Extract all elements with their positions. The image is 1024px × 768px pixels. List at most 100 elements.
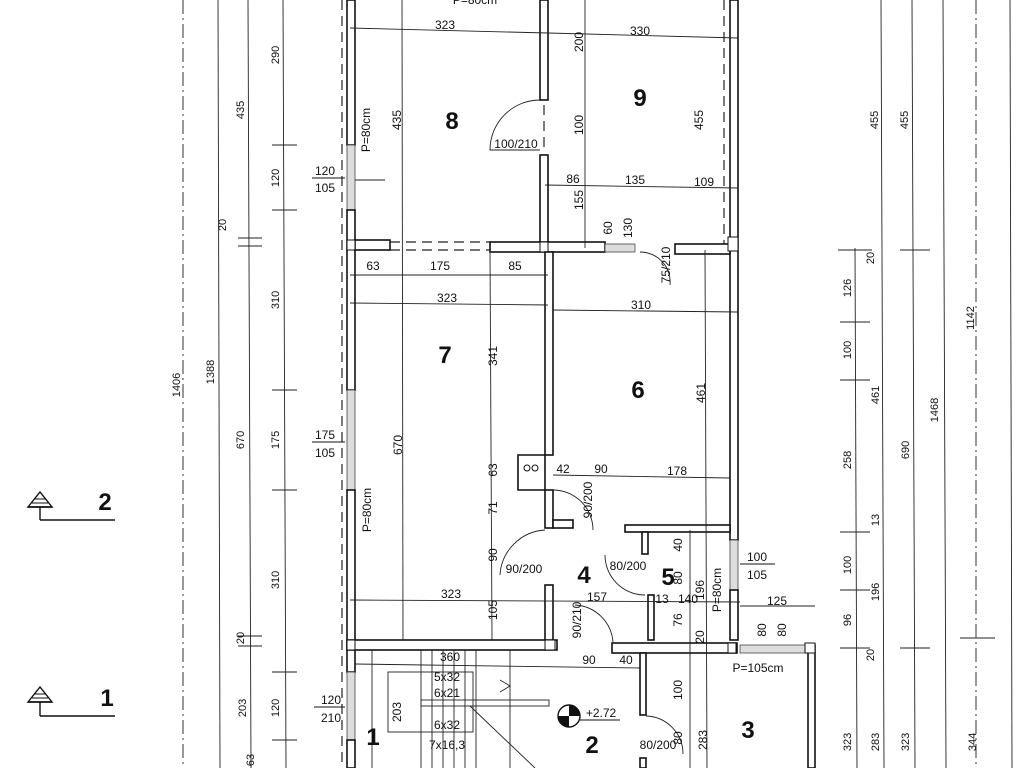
stair-label: 6x21 bbox=[434, 686, 460, 700]
stair-label: 203 bbox=[390, 702, 404, 722]
dimension: 461 bbox=[694, 383, 708, 403]
door-label: 90/200 bbox=[506, 562, 543, 576]
dimension: 96 bbox=[842, 614, 854, 626]
dimension: 63 bbox=[366, 259, 380, 273]
dimension: 690 bbox=[900, 441, 912, 459]
dimension: 310 bbox=[631, 298, 651, 312]
dimension: 100 bbox=[842, 341, 854, 359]
dimension: 455 bbox=[692, 110, 706, 130]
dimension: 13 bbox=[655, 592, 669, 606]
parapet-label: P=80cm bbox=[359, 108, 373, 152]
dimension: 1142 bbox=[965, 306, 977, 330]
dimension: 140 bbox=[678, 592, 698, 606]
dimension: 42 bbox=[556, 462, 570, 476]
dimension: 283 bbox=[870, 733, 882, 751]
dimension: 341 bbox=[486, 346, 500, 366]
dimension: 100 bbox=[842, 556, 854, 574]
dimension: 63 bbox=[245, 754, 257, 766]
room-number-3: 3 bbox=[741, 717, 754, 744]
dimension: 323 bbox=[900, 733, 912, 751]
dimension: 125 bbox=[767, 594, 787, 608]
dimension: 670 bbox=[235, 431, 247, 449]
dimension: 290 bbox=[270, 46, 282, 64]
stair-label: 5x32 bbox=[434, 670, 460, 684]
door-label: 80/200 bbox=[640, 738, 677, 752]
door-label: 80/200 bbox=[610, 559, 647, 573]
dimension: 435 bbox=[390, 110, 404, 130]
dimension: 200 bbox=[572, 32, 586, 52]
room-number-4: 4 bbox=[577, 562, 591, 589]
room-number-9: 9 bbox=[633, 85, 646, 112]
staircase bbox=[371, 650, 550, 768]
dimension: 20 bbox=[217, 219, 229, 231]
dimension: 80 bbox=[671, 571, 685, 585]
dimension: 85 bbox=[508, 259, 522, 273]
dimension: 63 bbox=[486, 463, 500, 477]
dimension: 20 bbox=[235, 632, 247, 644]
dimension: 90 bbox=[594, 462, 608, 476]
stair-label: 7x16,3 bbox=[429, 738, 465, 752]
dimension: 1406 bbox=[171, 373, 183, 397]
window-width: 120 bbox=[315, 164, 335, 178]
dimension: 323 bbox=[435, 18, 455, 32]
dimension: 1388 bbox=[205, 360, 217, 384]
dimension: 455 bbox=[899, 111, 911, 129]
parapet-label: P=80cm bbox=[360, 488, 374, 532]
parapet-label: P=105cm bbox=[732, 661, 783, 675]
dimension: 1468 bbox=[929, 398, 941, 422]
dimension: 155 bbox=[572, 190, 586, 210]
room-number-7: 7 bbox=[438, 342, 451, 369]
dimension: 196 bbox=[693, 580, 707, 600]
dimension: 330 bbox=[630, 24, 650, 38]
dimension: 178 bbox=[667, 464, 687, 478]
dimension: 455 bbox=[869, 111, 881, 129]
elevation-label: +2.72 bbox=[586, 706, 617, 720]
window-height: 105 bbox=[315, 181, 335, 195]
dimension: 310 bbox=[270, 291, 282, 309]
parapet-label: P=80cm bbox=[710, 568, 724, 612]
stair-label: 360 bbox=[440, 650, 460, 664]
dimension: 105 bbox=[486, 600, 500, 620]
room-number-8: 8 bbox=[445, 108, 458, 135]
dimension: 203 bbox=[237, 699, 249, 717]
dimension: 344 bbox=[967, 733, 979, 751]
window-height: 105 bbox=[315, 446, 335, 460]
dimension: 323 bbox=[441, 587, 461, 601]
dimension: 76 bbox=[671, 613, 685, 627]
dimension: 461 bbox=[870, 386, 882, 404]
door-label: 90/210 bbox=[570, 601, 584, 638]
dimension: 323 bbox=[842, 733, 854, 751]
dimension: 323 bbox=[437, 291, 457, 305]
dimension: 71 bbox=[486, 501, 500, 515]
dimension: 100 bbox=[671, 680, 685, 700]
dimension: 670 bbox=[391, 435, 405, 455]
section-marker-2 bbox=[26, 490, 115, 521]
dimension: 120 bbox=[270, 169, 282, 187]
dimension: 80 bbox=[755, 623, 769, 637]
parapet-label: P=80cm bbox=[453, 0, 497, 7]
elevation-marker-icon bbox=[557, 704, 620, 728]
window-width: 175 bbox=[315, 428, 335, 442]
window-width: 100 bbox=[747, 550, 767, 564]
dimension: 100 bbox=[572, 115, 586, 135]
section-number-1: 1 bbox=[100, 685, 113, 712]
dimension: 258 bbox=[842, 451, 854, 469]
dimension: 175 bbox=[430, 259, 450, 273]
dimension: 20 bbox=[693, 630, 707, 644]
dimension: 126 bbox=[842, 279, 854, 297]
dimension: 90 bbox=[582, 653, 596, 667]
stair-label: 6x32 bbox=[434, 718, 460, 732]
dimension: 175 bbox=[270, 431, 282, 449]
section-number-2: 2 bbox=[98, 489, 111, 516]
section-marker-1 bbox=[26, 685, 115, 717]
window-height: 105 bbox=[747, 568, 767, 582]
dimension: 109 bbox=[694, 175, 714, 189]
window-height: 210 bbox=[321, 711, 341, 725]
dimension: 86 bbox=[566, 172, 580, 186]
dimension: 40 bbox=[619, 653, 633, 667]
room-number-1: 1 bbox=[366, 724, 379, 751]
dimension: 135 bbox=[625, 173, 645, 187]
plan-geometry bbox=[26, 0, 1013, 768]
